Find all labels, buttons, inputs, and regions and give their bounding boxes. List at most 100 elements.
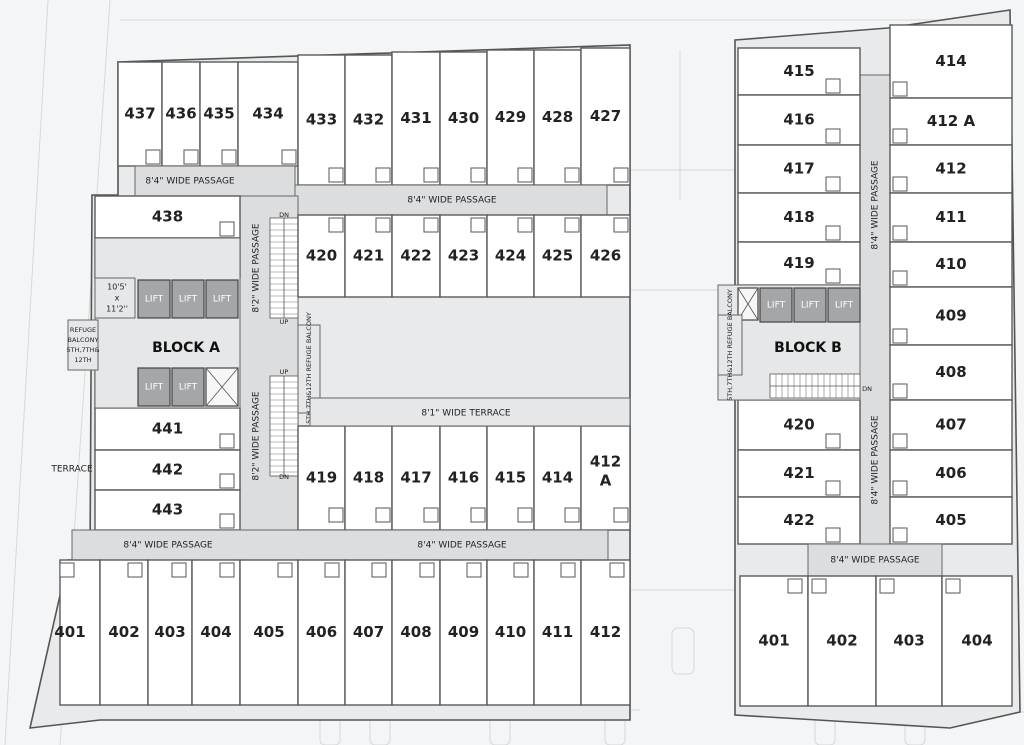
block-b: 8'4" WIDE PASSAGE 8'4" WIDE PASSAGE 4154… <box>717 9 1021 729</box>
lift-label: LIFT <box>213 295 232 305</box>
b-unit-415-number: 415 <box>783 62 814 80</box>
toilet-icon <box>892 128 908 144</box>
unit-433-number: 433 <box>306 111 337 129</box>
stair-up-label: UP <box>280 318 289 326</box>
toilet-icon <box>423 167 439 183</box>
b-lift-2 <box>793 287 827 323</box>
unit-416-mid-number: 416 <box>448 469 479 487</box>
toilet-icon <box>423 507 439 523</box>
unit-424-number: 424 <box>495 247 526 265</box>
block-a-top-passage-label: 8'4" WIDE PASSAGE <box>407 196 497 206</box>
unit-432 <box>344 54 393 186</box>
unit-429-number: 429 <box>495 108 526 126</box>
dimension-line-2: x <box>115 294 120 303</box>
b-lift-label: LIFT <box>767 301 786 311</box>
toilet-icon <box>219 513 235 529</box>
b-unit-403-bottom-number: 403 <box>893 632 924 650</box>
stair-up-label-2: UP <box>280 368 289 376</box>
b-unit-406-number: 406 <box>935 464 966 482</box>
unit-409-bottom <box>439 559 488 706</box>
b-lift-1 <box>759 287 793 323</box>
b-unit-421-number: 421 <box>783 464 814 482</box>
unit-438 <box>94 195 241 239</box>
toilet-icon <box>328 507 344 523</box>
unit-409-bottom-number: 409 <box>448 623 479 641</box>
lift-label: LIFT <box>145 383 164 393</box>
toilet-icon <box>825 433 841 449</box>
unit-425-number: 425 <box>542 247 573 265</box>
unit-434-number: 434 <box>252 105 283 123</box>
toilet-icon <box>328 217 344 233</box>
block-a-refuge-balcony-strip <box>297 324 321 414</box>
toilet-icon <box>825 527 841 543</box>
unit-431-number: 431 <box>400 109 431 127</box>
b-unit-420-number: 420 <box>783 416 814 434</box>
unit-421-number: 421 <box>353 247 384 265</box>
toilet-icon <box>609 562 625 578</box>
refuge-box-line-3: 5TH,7TH& <box>66 346 99 354</box>
refuge-box-line-2: BALCONY <box>67 336 98 344</box>
block-a-vertical-passage-upper-label: 8'2" WIDE PASSAGE <box>252 223 262 313</box>
unit-443 <box>94 489 241 531</box>
b-unit-412-A <box>889 97 1013 146</box>
toilet-icon <box>613 217 629 233</box>
block-a-terrace-strip <box>309 397 631 427</box>
toilet-icon <box>59 562 75 578</box>
lift-label: LIFT <box>145 295 164 305</box>
b-unit-401-bottom <box>739 575 809 707</box>
b-lift-label: LIFT <box>801 301 820 311</box>
toilet-icon <box>277 562 293 578</box>
block-b-passage-lower-label: 8'4" WIDE PASSAGE <box>871 415 881 505</box>
toilet-icon <box>171 562 187 578</box>
toilet-icon <box>470 507 486 523</box>
terrace-label: TERRACE <box>50 465 93 475</box>
block-a-vertical-passage-lower-label: 8'2" WIDE PASSAGE <box>252 391 262 481</box>
b-unit-411-number: 411 <box>935 208 966 226</box>
b-unit-408-number: 408 <box>935 363 966 381</box>
unit-430-number: 430 <box>448 109 479 127</box>
block-a-top-passage <box>294 184 608 216</box>
toilet-icon <box>517 217 533 233</box>
block-a-bottom-passage-right-label: 8'4" WIDE PASSAGE <box>417 541 507 551</box>
toilet-icon <box>513 562 529 578</box>
b-unit-405 <box>889 496 1013 545</box>
unit-427 <box>580 47 631 186</box>
b-unit-403-bottom <box>875 575 943 707</box>
toilet-icon <box>328 167 344 183</box>
dimension-line-3: 11'2'' <box>106 305 128 314</box>
toilet-icon <box>613 507 629 523</box>
unit-426-number: 426 <box>590 247 621 265</box>
stair-dn-label-2: DN <box>279 473 289 481</box>
unit-420-number: 420 <box>306 247 337 265</box>
lift-1 <box>137 279 171 319</box>
unit-403-bottom-number: 403 <box>154 623 185 641</box>
toilet-icon <box>517 507 533 523</box>
unit-433 <box>297 54 346 186</box>
toilet-icon <box>825 480 841 496</box>
block-b-staircase <box>769 373 861 399</box>
toilet-icon <box>892 480 908 496</box>
toilet-icon <box>892 527 908 543</box>
block-b-title: BLOCK B <box>774 340 842 356</box>
block-a-terrace-strip-label: 8'1" WIDE TERRACE <box>421 409 511 419</box>
b-unit-408 <box>889 344 1013 401</box>
b-unit-419-number: 419 <box>783 254 814 272</box>
unit-405-bottom <box>239 559 299 706</box>
unit-412-bottom <box>580 559 631 706</box>
toilet-icon <box>419 562 435 578</box>
block-a-bottom-passage <box>71 529 609 561</box>
toilet-icon <box>564 217 580 233</box>
toilet-icon <box>892 383 908 399</box>
unit-435-number: 435 <box>203 105 234 123</box>
unit-432-number: 432 <box>353 111 384 129</box>
unit-441-number: 441 <box>152 420 183 438</box>
toilet-icon <box>892 328 908 344</box>
b-unit-409-number: 409 <box>935 307 966 325</box>
unit-407-bottom-number: 407 <box>353 623 384 641</box>
unit-408-bottom-number: 408 <box>400 623 431 641</box>
refuge-box-line-1: REFUGE <box>70 326 96 334</box>
